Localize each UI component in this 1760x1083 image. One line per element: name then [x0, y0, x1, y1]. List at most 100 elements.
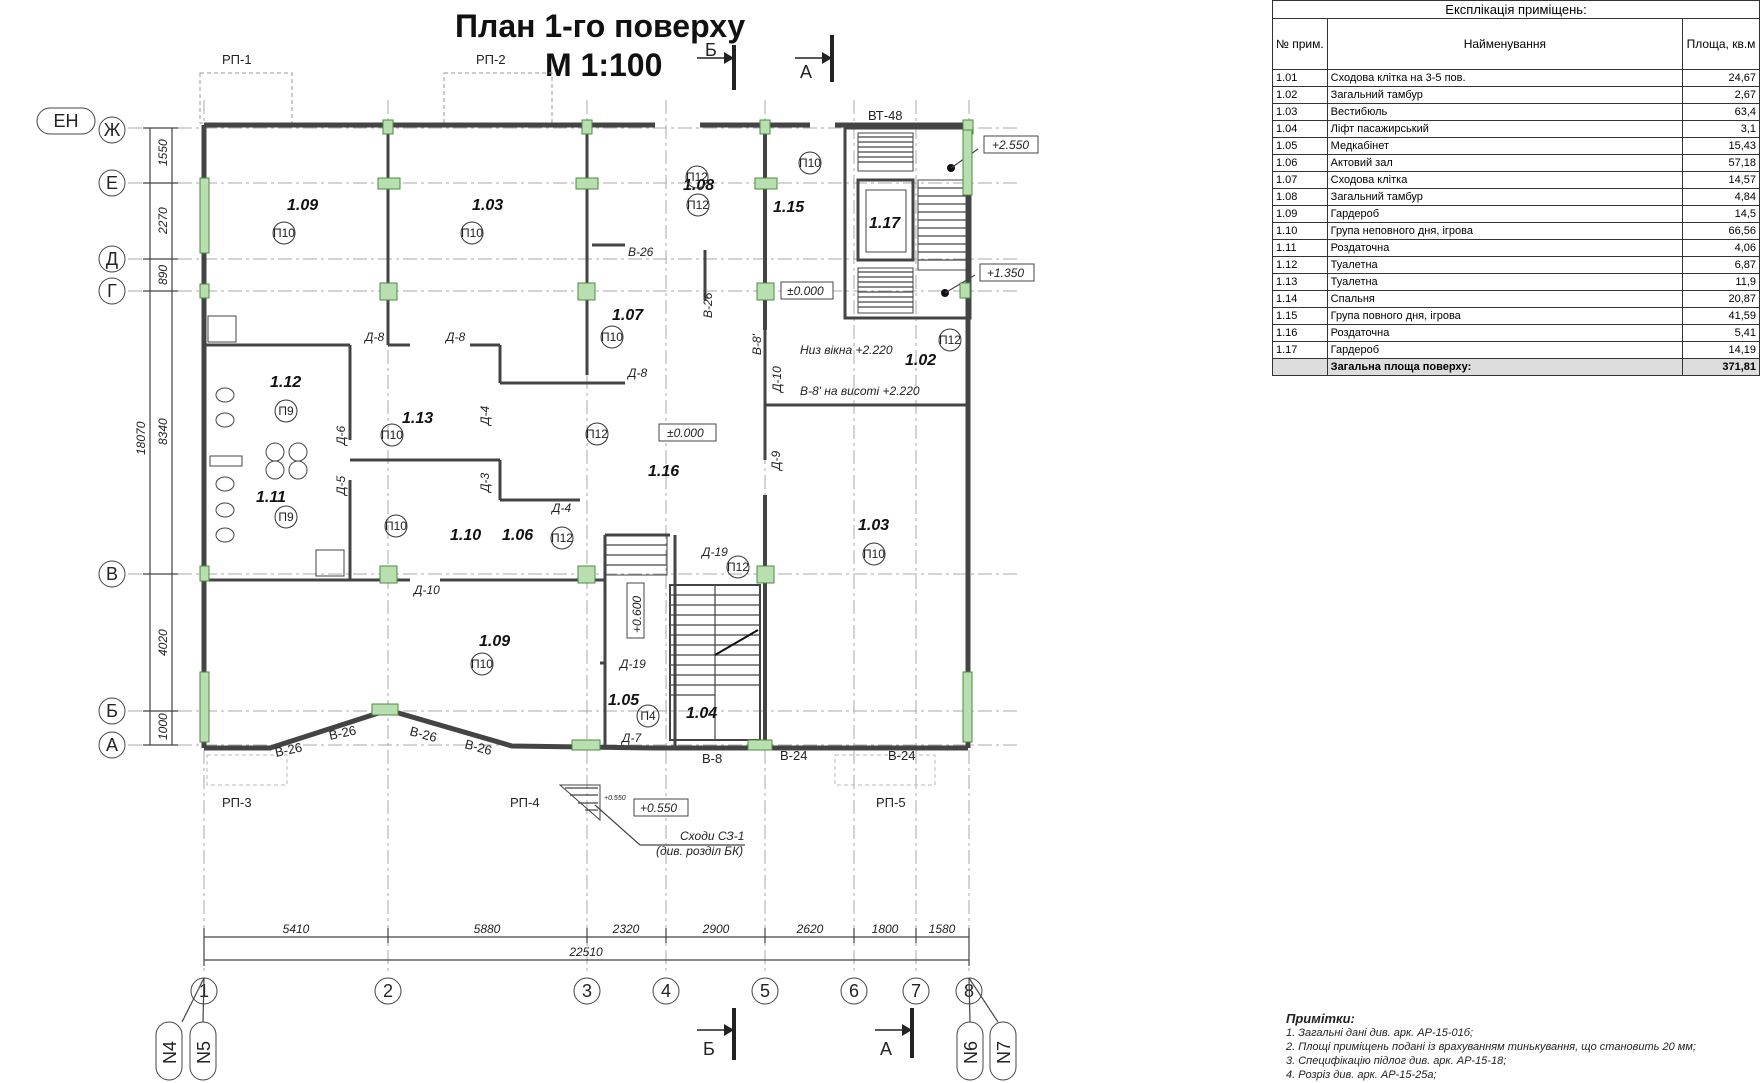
label-stairs-ref: (див. розділ БК): [656, 844, 743, 858]
svg-text:Е: Е: [106, 173, 118, 193]
area-cell: 6,87: [1682, 256, 1760, 274]
name-cell: Загальний тамбур: [1326, 86, 1684, 104]
area-cell: 66,56: [1682, 222, 1760, 240]
svg-text:Б: Б: [703, 1039, 715, 1059]
svg-text:Д-19: Д-19: [618, 657, 646, 671]
svg-text:Г: Г: [107, 281, 117, 301]
axis-bubble-n5: N5: [189, 1021, 217, 1081]
name-cell: Сходова клітка: [1326, 171, 1684, 189]
room-1-17: 1.17: [869, 215, 901, 232]
svg-text:1.12: 1.12: [270, 374, 301, 391]
svg-text:N5: N5: [194, 1041, 214, 1064]
axis-bubble-g: Г: [98, 277, 126, 305]
svg-text:П10: П10: [385, 519, 407, 533]
svg-text:Д-10: Д-10: [770, 366, 784, 394]
num-cell: 1.04: [1272, 120, 1328, 138]
svg-text:В-26: В-26: [328, 723, 358, 743]
svg-text:+1.350: +1.350: [987, 266, 1024, 280]
svg-text:5880: 5880: [474, 922, 501, 936]
svg-text:N6: N6: [961, 1041, 981, 1064]
svg-text:П9: П9: [278, 404, 294, 418]
svg-text:1550: 1550: [156, 139, 170, 166]
svg-text:1.07: 1.07: [612, 307, 644, 324]
num-cell: 1.11: [1272, 239, 1328, 257]
name-cell: Група повного дня, ігрова: [1326, 307, 1684, 325]
note-item: 3. Специфікацію підлог див. арк. АР-15-1…: [1286, 1055, 1507, 1067]
name-cell: Ліфт пасажирський: [1326, 120, 1684, 138]
sanitary-fixtures: [207, 315, 345, 577]
explication-caption: Експлікація приміщень:: [1272, 0, 1760, 18]
num-cell: 1.12: [1272, 256, 1328, 274]
svg-text:П10: П10: [799, 156, 821, 170]
name-cell: Туалетна: [1326, 256, 1684, 274]
opening-labels: В-26 В-26 В-8' Низ вікна +2.220 В-8' на …: [274, 245, 920, 766]
num-cell: 1.13: [1272, 273, 1328, 291]
total-blank: [1272, 358, 1328, 376]
horizontal-dimensions: 5410 5880 2320 2900 2620 1800 1580 22510: [203, 922, 970, 966]
svg-text:В-26: В-26: [628, 245, 654, 259]
label-rp3: РП-3: [222, 795, 252, 810]
label-bt48: ВТ-48: [868, 108, 903, 123]
svg-text:890: 890: [156, 265, 170, 285]
axis-bubble-e: Е: [98, 169, 126, 197]
svg-text:В-26: В-26: [274, 740, 304, 760]
svg-text:Д-4: Д-4: [478, 406, 492, 427]
svg-text:Д: Д: [106, 249, 118, 269]
axis-bubble-n7: N7: [989, 1021, 1017, 1081]
svg-text:1.09: 1.09: [287, 197, 318, 214]
svg-text:1.06: 1.06: [502, 527, 533, 544]
num-cell: 1.08: [1272, 188, 1328, 206]
svg-text:1.16: 1.16: [648, 463, 679, 480]
axis-bubble-6: 6: [840, 977, 868, 1005]
section-mark-a-bottom: А: [875, 1008, 914, 1059]
section-mark-a-top: А: [795, 35, 834, 82]
room-1-04: 1.04: [686, 705, 717, 722]
name-cell: Сходова клітка на 3-5 пов.: [1326, 69, 1684, 87]
axis-bubble-d: Д: [98, 245, 126, 273]
svg-text:2: 2: [383, 981, 393, 1001]
name-cell: Спальня: [1326, 290, 1684, 308]
svg-text:Ж: Ж: [104, 120, 121, 140]
svg-text:В-26: В-26: [408, 723, 438, 745]
svg-text:А: А: [106, 735, 118, 755]
area-cell: 5,41: [1682, 324, 1760, 342]
exterior-stair: Сходи СЗ-1 (див. розділ БК) +0.550: [558, 784, 745, 858]
area-cell: 57,18: [1682, 154, 1760, 172]
svg-text:+0.550: +0.550: [640, 801, 677, 815]
svg-text:В-24: В-24: [888, 748, 915, 763]
num-cell: 1.01: [1272, 69, 1328, 87]
svg-text:5410: 5410: [283, 922, 310, 936]
svg-text:ЕН: ЕН: [53, 111, 78, 131]
axis-bubble-en: ЕН: [36, 107, 96, 135]
svg-text:П12: П12: [687, 198, 709, 212]
svg-text:3: 3: [582, 981, 592, 1001]
svg-text:N7: N7: [994, 1041, 1014, 1064]
svg-text:В-8' на висоті +2.220: В-8' на висоті +2.220: [800, 384, 920, 398]
section-mark-b-bottom: Б: [697, 1008, 736, 1060]
col-header-number: № прим.: [1272, 18, 1328, 70]
label-rp2: РП-2: [476, 52, 506, 67]
svg-text:В-26: В-26: [463, 736, 493, 758]
area-cell: 20,87: [1682, 290, 1760, 308]
axis-bubble-7: 7: [902, 977, 930, 1005]
svg-text:Д-19: Д-19: [700, 545, 728, 559]
svg-text:Д-8: Д-8: [626, 366, 647, 380]
svg-text:В: В: [106, 564, 118, 584]
svg-text:П10: П10: [601, 330, 623, 344]
axis-bubble-2: 2: [374, 977, 402, 1005]
svg-text:1.03: 1.03: [472, 197, 503, 214]
plan-scale: М 1:100: [545, 47, 662, 83]
platforms: РП-1 РП-2 РП-3 РП-4 РП-5: [199, 52, 936, 810]
svg-text:П10: П10: [273, 226, 295, 240]
